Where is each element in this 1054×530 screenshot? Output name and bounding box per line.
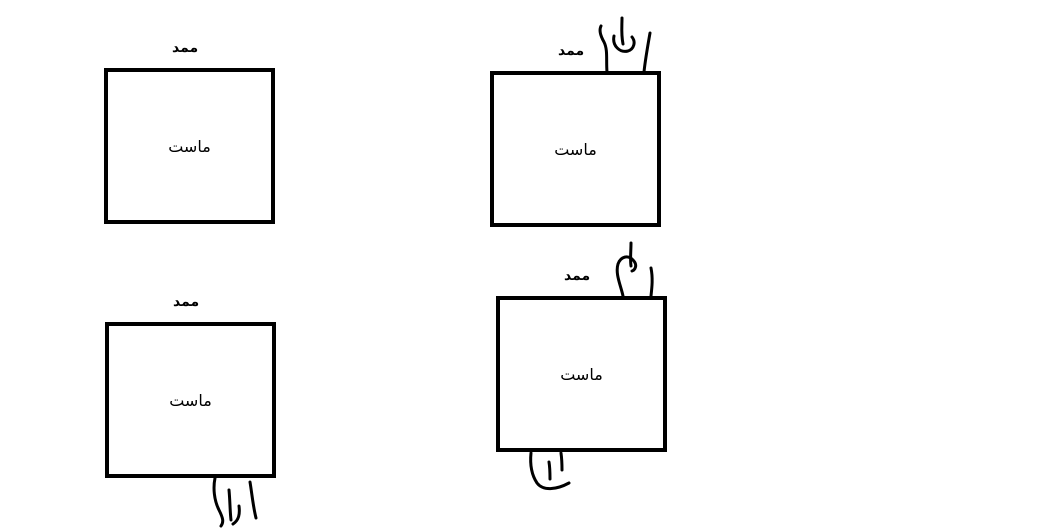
- hand-icon: [529, 451, 571, 491]
- box-label: ماست: [169, 390, 212, 410]
- box: ماست: [104, 68, 275, 224]
- hand-icon: [598, 16, 652, 74]
- box-caption: ممد: [558, 43, 585, 59]
- box-label: ماست: [560, 364, 603, 384]
- box: ماست: [496, 296, 667, 452]
- hand-icon: [212, 476, 258, 528]
- box-caption: ممد: [564, 268, 591, 284]
- box-label: ماست: [554, 139, 597, 159]
- hand-icon: [615, 241, 654, 298]
- box-label: ماست: [168, 136, 211, 156]
- box: ماست: [490, 71, 661, 227]
- box: ماست: [105, 322, 276, 478]
- box-caption: ممد: [173, 294, 200, 310]
- box-caption: ممد: [172, 40, 199, 56]
